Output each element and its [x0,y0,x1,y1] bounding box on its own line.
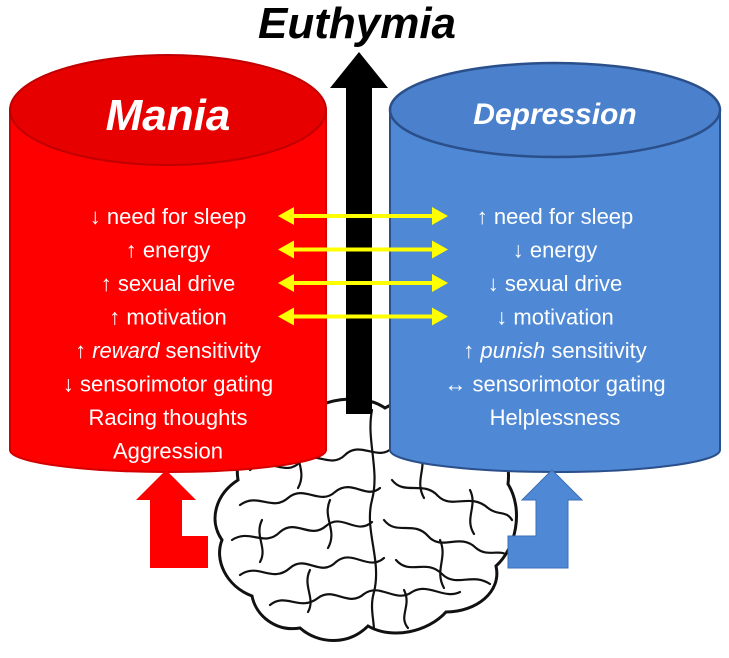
mania-item-arrow: ↑ [75,338,92,363]
depression-item-arrow: ↓ [496,305,513,330]
depression-item-post: energy [530,238,597,263]
depression-item-arrow: ↓ [488,271,505,296]
depression-item: ↓ sexual drive [488,271,623,296]
depression-item: ↓ energy [513,238,597,263]
mania-item-post: Racing thoughts [89,405,248,430]
mania-item-arrow: ↑ [109,305,126,330]
mania-item: Racing thoughts [89,405,248,430]
depression-item-post: sexual drive [505,271,622,296]
depression-title: Depression [473,98,636,131]
depression-feature-list: ↑ need for sleep↓ energy↓ sexual drive↓ … [444,204,665,430]
mania-item-em: reward [92,338,160,363]
depression-item: ↓ motivation [496,305,613,330]
mania-item-arrow: ↓ [90,204,107,229]
depression-item-post: Helplessness [490,405,621,430]
mania-feedback-arrow [136,470,208,568]
mania-item-arrow: ↓ [63,372,80,397]
depression-item: ↑ punish sensitivity [463,338,646,363]
depression-item-arrow: ↔ [444,372,472,397]
depression-cylinder [388,61,722,473]
mania-item-arrow: ↑ [126,238,143,263]
mania-item-arrow: ↑ [101,271,118,296]
depression-item-arrow: ↑ [477,204,494,229]
connector-arrowhead-left [278,274,294,292]
euthymia-label: Euthymia [258,0,456,48]
euthymia-arrow [330,52,388,414]
mania-item-post: motivation [126,305,226,330]
connector-arrowhead-right [432,274,448,292]
depression-item-arrow: ↑ [463,338,480,363]
mania-item-post: sexual drive [118,271,235,296]
connector-arrowhead-right [432,240,448,259]
paired-feature-connectors [278,207,448,326]
depression-item-arrow: ↓ [513,238,530,263]
depression-item: ↑ need for sleep [477,204,634,229]
mania-item: ↓ need for sleep [90,204,247,229]
depression-feedback-arrow [507,469,584,569]
mania-item: ↑ sexual drive [101,271,236,296]
mania-title: Mania [106,91,231,140]
depression-item: ↔ sensorimotor gating [444,372,665,397]
mania-item-post: need for sleep [107,204,246,229]
mania-item: ↑ energy [126,238,210,263]
depression-item-post: need for sleep [494,204,633,229]
connector-arrowhead-right [432,307,448,326]
mania-item: ↑ motivation [109,305,226,330]
mania-item-post: energy [143,238,210,263]
depression-item-post: sensorimotor gating [472,372,665,397]
connector-arrowhead-right [432,207,448,225]
mania-feature-list: ↓ need for sleep↑ energy↑ sexual drive↑ … [63,204,273,464]
mania-cylinder [9,54,327,473]
depression-item-em: punish [479,338,545,363]
depression-item-post: sensitivity [545,338,646,363]
mania-item: ↓ sensorimotor gating [63,372,273,397]
mania-item-post: sensorimotor gating [80,372,273,397]
connector-arrowhead-left [278,307,294,326]
mania-item-post: Aggression [113,439,223,464]
mania-item: ↑ reward sensitivity [75,338,261,363]
mania-item-post: sensitivity [159,338,260,363]
depression-item: Helplessness [490,405,621,430]
mania-item: Aggression [113,439,223,464]
depression-item-post: motivation [513,305,613,330]
connector-arrowhead-left [278,240,294,259]
connector-arrowhead-left [278,207,294,225]
